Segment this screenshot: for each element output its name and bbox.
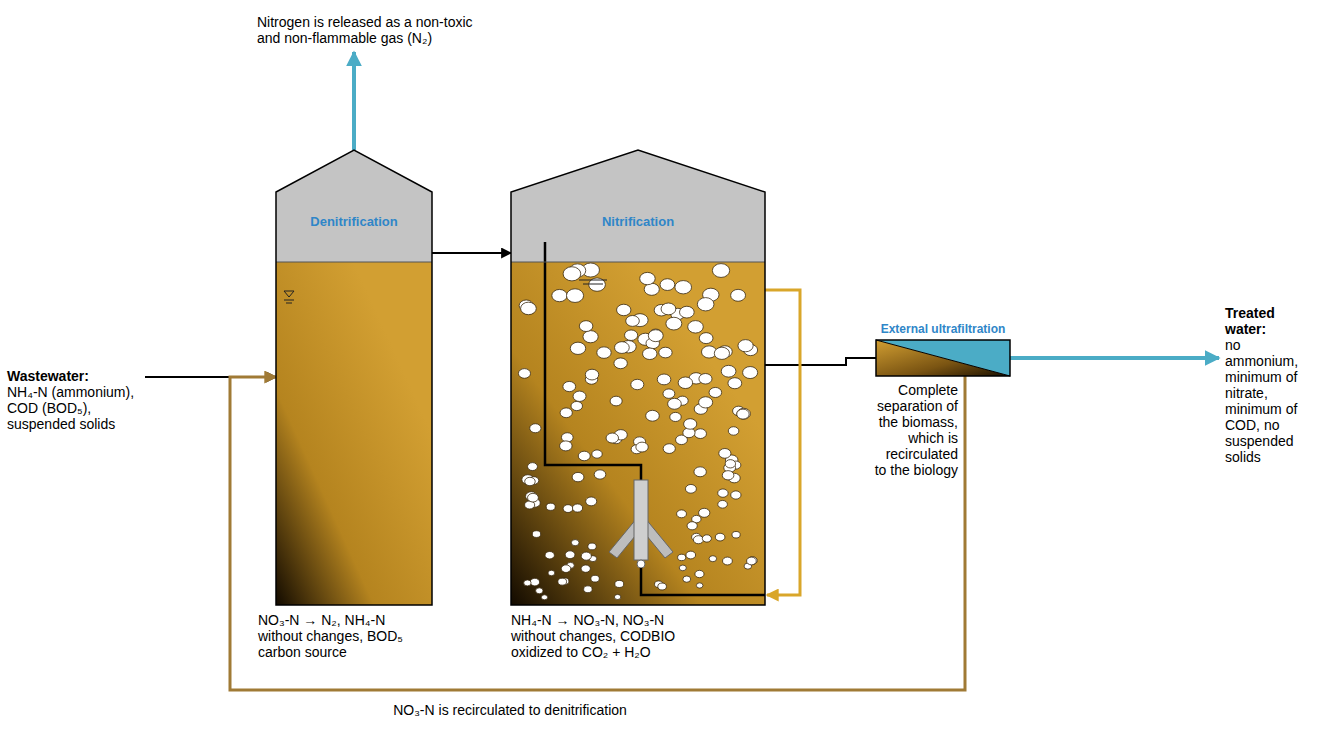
- tank-heading: Nitrification: [511, 214, 765, 230]
- module-caption: Complete separation of the biomass, whic…: [872, 382, 958, 478]
- air-pipe: [545, 242, 641, 480]
- outlet-text: Treated water:no ammonium, minimum of ni…: [1225, 305, 1313, 465]
- flow-connector: [1010, 356, 1219, 360]
- liquid-surface: [511, 262, 765, 263]
- edge-label: NO₃-N is recirculated to denitrification: [390, 702, 630, 718]
- water-level-mark: [284, 291, 294, 303]
- denitrification-tank: DenitrificationNO₃-N → N₂, NH₄-N without…: [276, 150, 432, 605]
- aerator-symbol: [609, 480, 673, 568]
- membrane-module: [876, 340, 1010, 376]
- tank-heading: Denitrification: [276, 214, 432, 230]
- liquid-surface: [276, 262, 432, 263]
- flow-connector: [765, 290, 800, 595]
- inlet-text: Wastewater:NH₄-N (ammonium), COD (BOD₅),…: [7, 368, 139, 432]
- inlet-heading: Wastewater:: [7, 368, 139, 384]
- flow-connector: [432, 252, 511, 254]
- flow-connector: [765, 358, 876, 365]
- inlet-body: NH₄-N (ammonium), COD (BOD₅), suspended …: [7, 384, 139, 432]
- outlet-body: no ammonium, minimum of nitrate, minimum…: [1225, 337, 1313, 465]
- outlet-heading: Treated water:: [1225, 305, 1313, 337]
- module-heading: External ultrafiltration: [868, 322, 1018, 336]
- flow-connector: [352, 52, 356, 150]
- note: Nitrogen is released as a non-toxic and …: [257, 14, 482, 46]
- tank-border: [511, 150, 765, 605]
- ultrafiltration-module: External ultrafiltrationComplete separat…: [876, 340, 1010, 376]
- tank-liquid: [276, 262, 432, 605]
- tank-caption: NO₃-N → N₂, NH₄-N without changes, BOD₅ …: [258, 612, 430, 660]
- water-level-mark: [579, 280, 607, 284]
- tank-roof: [276, 150, 432, 262]
- tank-roof: [511, 150, 765, 262]
- note-text: Nitrogen is released as a non-toxic and …: [257, 14, 482, 46]
- nitrification-tank: NitrificationNH₄-N → NO₃-N, NO₃-N withou…: [511, 150, 765, 605]
- air-bubbles: [518, 263, 757, 600]
- return-pipe: [641, 568, 765, 595]
- tank-caption: NH₄-N → NO₃-N, NO₃-N without changes, CO…: [511, 612, 699, 660]
- tank-liquid: [511, 262, 765, 605]
- tank-border: [276, 150, 432, 605]
